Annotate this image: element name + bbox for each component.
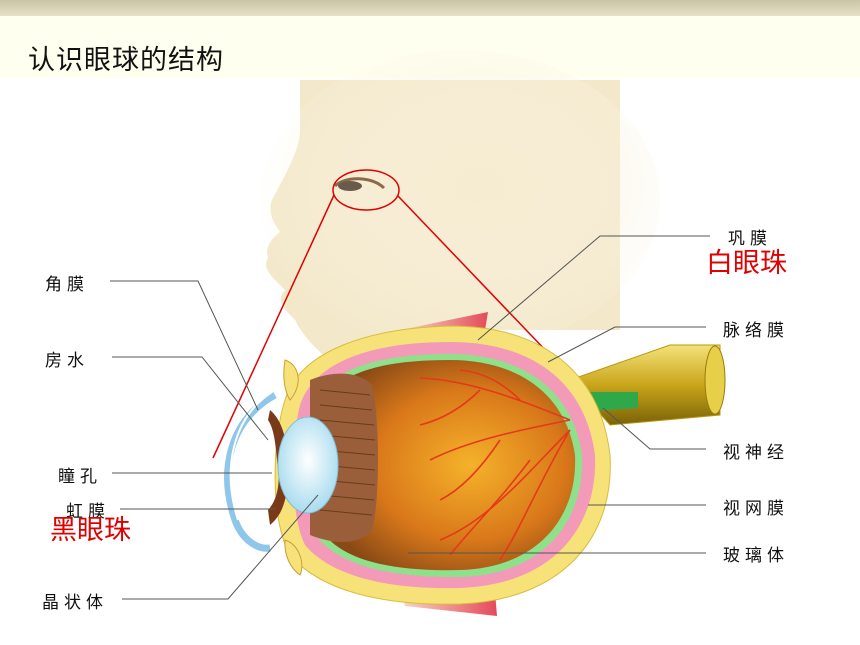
label-vitreous: 玻璃体 xyxy=(723,546,789,566)
face-profile xyxy=(260,50,660,360)
leader-lines xyxy=(110,235,710,600)
label-iris: 虹膜 xyxy=(66,502,110,522)
label-choroid: 脉络膜 xyxy=(723,321,789,341)
page-title: 认识眼球的结构 xyxy=(28,45,224,76)
title-bar: 认识眼球的结构 xyxy=(0,16,860,78)
label-cornea: 角膜 xyxy=(45,275,89,295)
annotation-black-of-eye: 黑眼珠 xyxy=(50,515,131,546)
annotation-white-of-eye: 白眼珠 xyxy=(706,248,787,279)
label-retina: 视网膜 xyxy=(723,499,789,519)
label-pupil: 瞳孔 xyxy=(58,467,102,487)
eye-cross-section xyxy=(224,312,726,616)
label-sclera: 巩膜 xyxy=(728,229,772,249)
label-lens: 晶状体 xyxy=(42,593,108,613)
top-decor-bar xyxy=(0,0,860,16)
label-optic-nerve: 视神经 xyxy=(723,443,789,463)
label-aqueous-humor: 房水 xyxy=(45,351,89,371)
